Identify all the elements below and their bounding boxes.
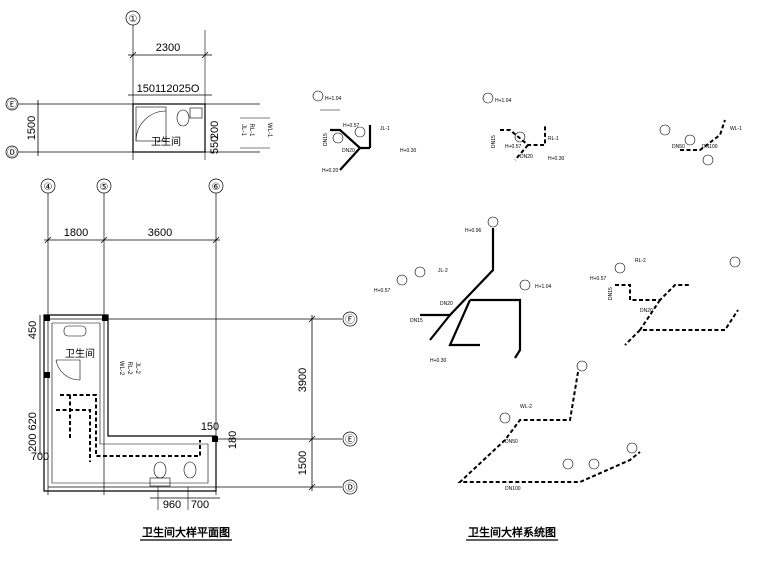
g3-dn50: DN50 [672,144,685,150]
g4-dn20: DN20 [440,301,453,307]
dim-700-bottom: 700 [191,499,209,511]
g2-h104: H+1.04 [495,98,511,104]
g1-pipe [330,128,370,150]
plan-title: 卫生间大样平面图 [142,525,230,539]
plan-wl: WL-2 [118,361,124,376]
axis-label-F: Ⓕ [345,314,355,326]
dim-200-620: 200 620 [27,412,39,452]
g2-h030: H+0.30 [548,156,564,162]
system-g3: WL-1 DN50 DN100 [659,119,742,166]
g5-dn15: DN15 [608,287,614,300]
g6-pipe [457,371,641,483]
g4-h104: H+1.04 [535,284,551,290]
dim-3600: 3600 [148,227,172,239]
g1-h104: H+1.04 [325,96,341,102]
g4-jl: JL-2 [438,268,448,274]
g2-dn20: DN20 [520,154,533,160]
dim-200-top: 200 [209,121,221,139]
dim-960: 960 [163,499,181,511]
g6-dn50: DN50 [505,439,518,445]
g3-wl: WL-1 [730,126,742,132]
axis-label-4: ④ [44,182,53,193]
dim-180: 180 [227,431,239,449]
dim-550-top: 550 [209,136,221,154]
g1-h020: H+0.20 [322,168,338,174]
axis-label-D: Ⓓ [345,482,355,494]
axis-label-E-top: Ⓔ [7,99,17,111]
g1-dn15: DN15 [323,133,329,146]
top-room-name: 卫生间 [151,135,181,148]
system-g5: RL-2 H+0.57 DN15 DN20 [590,256,741,346]
axis-label-6: ⑥ [212,182,221,193]
dim-3900: 3900 [297,368,309,392]
system-g2: H+1.04 H+0.57 H+0.30 RL-1 DN15 DN20 [482,92,564,162]
dim-1500-top: 1500 [26,116,38,140]
system-g4: H+0.96 H+0.57 H+0.30 H+1.04 JL-2 DN15 DN… [374,216,551,364]
axis-bubble-E [342,431,358,447]
top-rl: RL-1 [248,123,254,137]
dim-150112025O: 150112025O [137,83,200,95]
g5-dn20: DN20 [640,308,653,314]
g2-dn15: DN15 [491,135,497,148]
g1-jl: JL-1 [380,126,390,132]
g6-wl: WL-2 [520,404,532,410]
g4-pipe-main [420,228,495,317]
g2-h057: H+0.57 [505,144,521,150]
g5-pipe [615,284,690,301]
g3-pipe [680,119,726,151]
g1-h030: H+0.30 [400,148,416,154]
top-jl: JL-1 [240,124,246,136]
dim-150: 150 [201,421,219,433]
g4-dn15: DN15 [410,318,423,324]
axis-label-5: ⑤ [100,182,109,193]
plan-room-name: 卫生间 [65,347,95,360]
system-title: 卫生间大样系统图 [468,525,556,539]
dim-2300: 2300 [156,42,180,54]
axis-label-1: ① [129,14,138,25]
axis-bubble-F [342,311,358,327]
g3-dn100: DN100 [702,144,718,150]
dim-1500: 1500 [297,451,309,475]
g2-pipe [500,125,546,146]
g4-h030: H+0.30 [430,358,446,364]
g1-h057: H+0.57 [343,123,359,129]
g4-h096: H+0.96 [465,228,481,234]
plan-jl: JL-2 [134,362,140,374]
axis-label-E: Ⓔ [345,434,355,446]
system-g1: H+1.04 H+0.57 H+0.30 H+0.20 JL-1 DN15 DN… [312,90,416,174]
dim-700-left: 700 [31,451,49,463]
top-plan: ① 2300 150112025O Ⓔ Ⓓ 1500 卫生间 200 550 W… [5,10,272,160]
dim-450: 450 [27,321,39,339]
g5-rl: RL-2 [635,258,646,264]
g1-dn20: DN20 [342,148,355,154]
plan-pipe-run [60,394,201,457]
top-wl: WL-1 [266,123,272,138]
g6-dn100: DN100 [505,486,521,492]
system-g6: WL-2 DN50 DN100 [457,360,641,492]
top-room-walls [132,103,206,153]
main-plan: ④ ⑤ ⑥ 1800 3600 Ⓕ Ⓔ Ⓓ 3900 1500 [27,178,358,511]
plan-rl: RL-2 [126,361,132,375]
dim-1800: 1800 [64,227,88,239]
axis-label-D-top: Ⓓ [7,147,17,159]
g5-h057: H+0.57 [590,276,606,282]
g2-rl: RL-1 [548,136,559,142]
g4-h057: H+0.57 [374,288,390,294]
axis-bubble-D [342,479,358,495]
